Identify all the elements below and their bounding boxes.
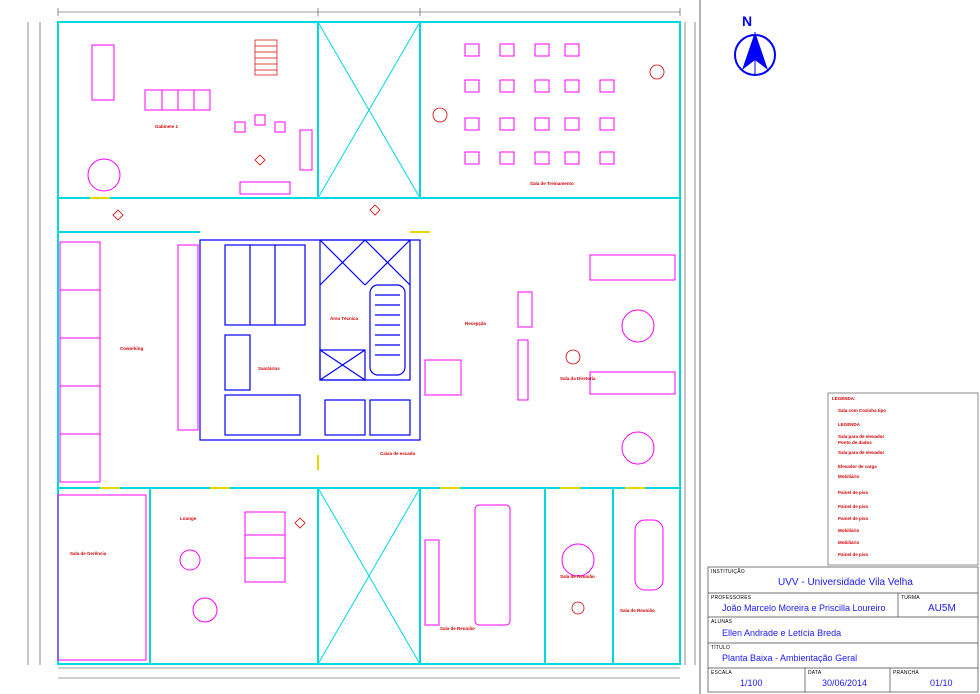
legend-item: Mobiliário: [838, 474, 860, 479]
label-lounge: Lounge: [180, 516, 197, 521]
legend-item: Sala com Cozinha tipo: [838, 408, 887, 413]
legend-item: Painel de piso: [838, 552, 869, 557]
legend-item: Sala para de elevador: [838, 450, 885, 455]
turma-value: AU5M: [928, 603, 956, 614]
legend-item: LEGENDA: [838, 422, 861, 427]
training-desks: [464, 43, 615, 165]
escala-value: 1/100: [740, 678, 763, 688]
titulo-value: Planta Baixa - Ambientação Geral: [722, 653, 858, 663]
furniture: [57, 43, 676, 661]
walls: [57, 21, 681, 665]
building-core: [199, 239, 421, 441]
escala-label: ESCALA: [711, 670, 732, 676]
legend-item: Painel de piso: [838, 504, 869, 509]
legend-item: Painel de piso: [838, 516, 869, 521]
atrium-voids: [317, 21, 421, 665]
label-gerencia: Sala de Gerência: [70, 551, 107, 556]
turma-label: TURMA: [901, 595, 920, 601]
instituicao-label: INSTITUIÇÃO: [711, 569, 745, 575]
titulo-label: TÍTULO: [711, 645, 730, 651]
alunas-value: Ellen Andrade e Letícia Breda: [722, 628, 842, 638]
prancha-value: 01/10: [930, 678, 953, 688]
label-hall: Área Técnica: [330, 315, 359, 321]
data-label: DATA: [808, 670, 822, 676]
data-value: 30/06/2014: [822, 678, 868, 688]
north-label: N: [742, 13, 752, 29]
prancha-label: PRANCHA: [893, 670, 919, 676]
label-reuniao-2: Sala de Reunião: [560, 574, 595, 579]
stair-symbol: [254, 39, 278, 76]
label-reuniao-3: Sala de Reunião: [620, 608, 655, 613]
label-cafe: Gabinete 1: [155, 124, 179, 129]
label-diretoria: Sala da Diretoria: [560, 376, 596, 381]
label-sanitarios: Sanitários: [258, 366, 280, 371]
title-block-frame: [707, 566, 979, 693]
north-arrow: N: [734, 13, 776, 76]
room-labels: Gabinete 1 Sala de Treinamento Coworking…: [70, 124, 655, 631]
label-treinamento: Sala de Treinamento: [530, 181, 574, 186]
professores-label: PROFESSORES: [711, 595, 752, 601]
professores-value: João Marcelo Moreira e Priscilla Loureir…: [722, 603, 886, 613]
label-reuniao-1: Sala de Reunião: [440, 626, 475, 631]
section-markers: [112, 64, 665, 615]
doors: [90, 197, 645, 489]
label-stair: Caixa de escada: [380, 451, 416, 456]
legend-item: Elevador de carga: [838, 464, 877, 469]
label-cowork: Coworking: [120, 346, 144, 351]
legend-item: Mobiliário: [838, 528, 860, 533]
legend-item: Painel de piso: [838, 490, 869, 495]
alunas-label: ALUNAS: [711, 619, 733, 625]
legend-box: [827, 392, 979, 566]
legend-title: LEGENDA:: [832, 396, 856, 401]
dimension-lines: [27, 8, 696, 679]
legend-item: Ponto de dados: [838, 440, 872, 445]
label-recepcao: Recepção: [465, 321, 487, 326]
legend-item: Sala para de elevador: [838, 434, 885, 439]
legend-item: Mobiliário: [838, 540, 860, 545]
instituicao-value: UVV - Universidade Vila Velha: [778, 577, 913, 588]
